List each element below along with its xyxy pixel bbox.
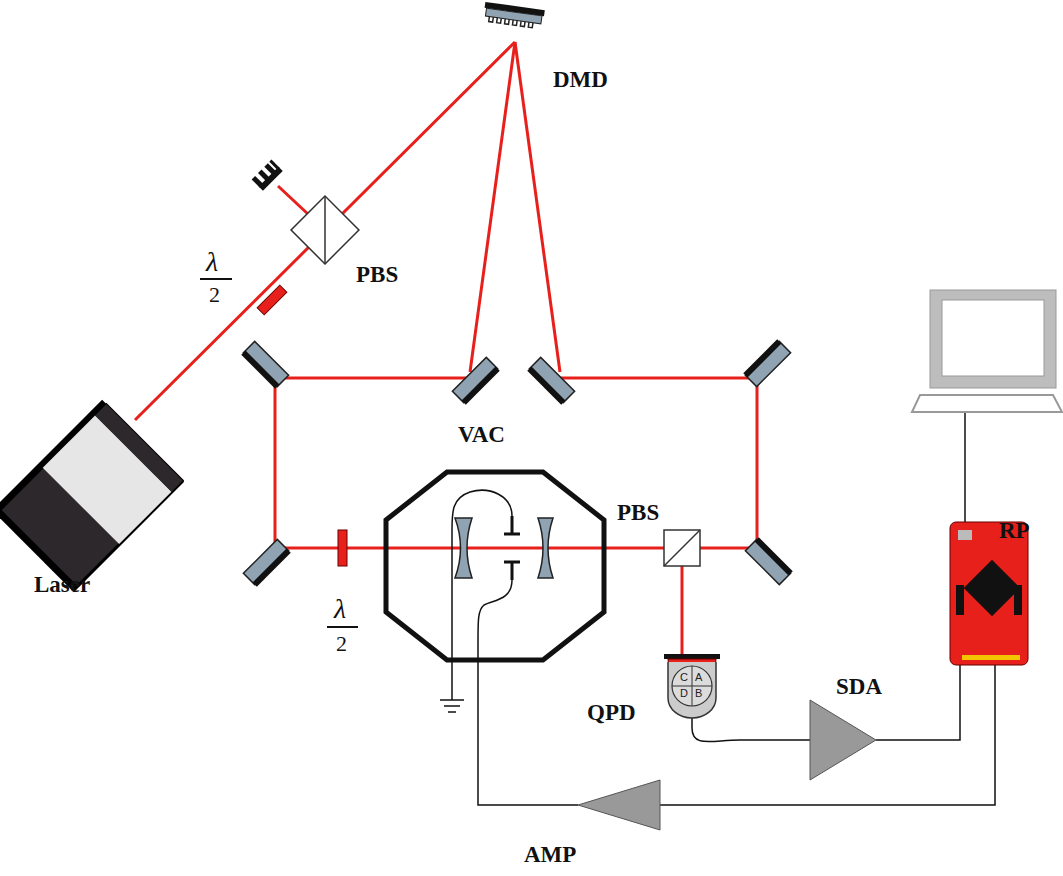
fraction-number: 2: [209, 284, 220, 306]
quadrant-letter: C: [680, 672, 688, 683]
part-name: SDA: [836, 675, 882, 698]
quadrant-letter: D: [680, 688, 688, 699]
quadrant-letter: B: [695, 688, 702, 699]
waveplate: [338, 530, 347, 566]
red-pitaya-board: [950, 522, 1028, 665]
fraction-number: 2: [336, 633, 347, 655]
laser-body: [0, 400, 184, 592]
part-name: PBS: [617, 501, 659, 524]
quadrant-letter: A: [695, 672, 702, 683]
amplifier-triangle: [578, 780, 660, 830]
lens: [455, 518, 472, 578]
part-name: Laser: [34, 573, 90, 596]
laser-beam: [135, 42, 757, 655]
ground-symbol: [440, 700, 464, 712]
electrode: [504, 516, 520, 580]
part-name: PBS: [356, 263, 398, 286]
fraction-symbol: λ: [206, 248, 218, 276]
beam-splitter: [664, 530, 700, 566]
dmd-chip: [483, 2, 545, 29]
fraction-symbol: λ: [334, 595, 346, 623]
fraction-bar: [200, 278, 232, 280]
vacuum-chamber: [386, 472, 604, 660]
fraction-bar: [327, 626, 358, 628]
beam-dump: [252, 160, 283, 191]
waveplate: [257, 285, 287, 315]
amplifier-triangle: [810, 700, 876, 780]
mirror: [241, 339, 792, 586]
part-name: QPD: [587, 701, 636, 724]
quadrant-photodiode: [664, 654, 720, 718]
lens: [538, 518, 553, 578]
part-name: DMD: [553, 68, 608, 91]
computer: [912, 290, 1062, 412]
wire: [452, 395, 995, 805]
part-name: RP: [999, 519, 1030, 542]
part-name: VAC: [458, 423, 505, 446]
beam-splitter: [291, 196, 359, 264]
part-name: AMP: [524, 843, 576, 866]
